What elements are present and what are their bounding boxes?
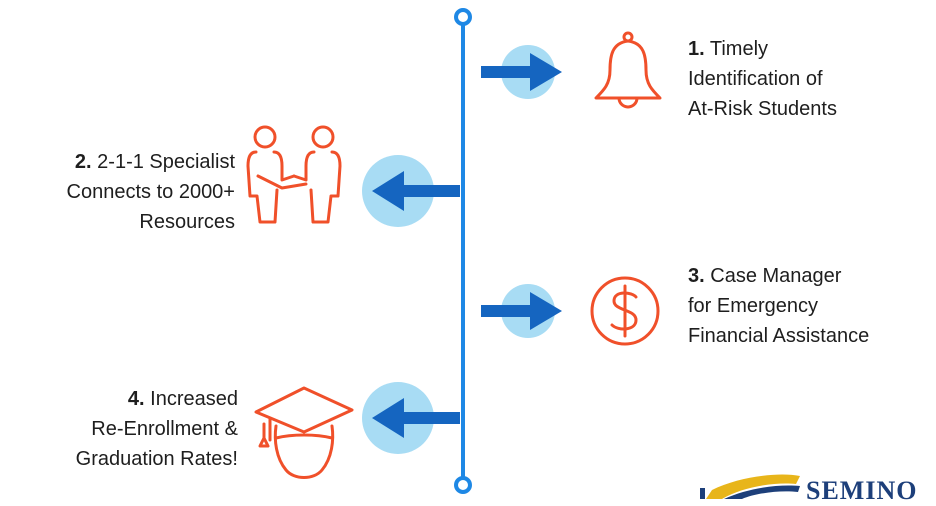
timeline-top-node [454, 8, 472, 26]
step-3-line-2: for Emergency [688, 295, 819, 317]
step-3-number: 3. [688, 265, 705, 287]
step-2-line-2: Connects to 2000+ [66, 181, 235, 203]
dollar-coin-icon [590, 276, 660, 346]
arrow-right-step-3 [481, 284, 562, 338]
step-2-text: 2. 2-1-1 Specialist Connects to 2000+ Re… [67, 147, 235, 237]
step-2-line-3: Resources [139, 211, 235, 233]
step-2-line-1-text: 2-1-1 Specialist [97, 151, 235, 173]
step-1-line-3: At-Risk Students [688, 98, 837, 120]
bell-icon [594, 31, 662, 109]
seminole-logo-emblem [700, 474, 800, 499]
arrow-left-step-4 [362, 382, 460, 454]
step-2-line-1: 2. 2-1-1 Specialist [67, 147, 235, 177]
seminole-logo-text: SEMINO [806, 476, 918, 505]
arrow-right-step-1 [481, 45, 562, 99]
step-3-line-1-text: Case Manager [710, 265, 842, 287]
step-4-line-2: Re-Enrollment & [91, 418, 238, 440]
step-3-line-1: 3. Case Manager [688, 261, 869, 291]
step-3-text: 3. Case Manager for Emergency Financial … [688, 261, 869, 351]
graduate-icon [254, 386, 354, 479]
step-1-line-1: 1. Timely [688, 34, 837, 64]
timeline-bottom-node [454, 476, 472, 494]
arrow-left-step-2 [362, 155, 460, 227]
step-2-number: 2. [74, 151, 92, 173]
step-1-line-2: Identification of [688, 68, 823, 90]
step-3-line-3: Financial Assistance [688, 325, 870, 347]
step-1-number: 1. [688, 38, 705, 60]
handshake-people-icon [246, 125, 342, 224]
step-4-line-3: Graduation Rates! [75, 448, 238, 470]
step-4-text: 4. Increased Re-Enrollment & Graduation … [76, 384, 238, 474]
step-4-number: 4. [127, 388, 145, 410]
step-1-line-1-text: Timely [709, 38, 769, 60]
step-1-text: 1. Timely Identification of At-Risk Stud… [688, 34, 837, 124]
step-4-line-1: 4. Increased [76, 384, 238, 414]
step-4-line-1-text: Increased [150, 388, 238, 410]
